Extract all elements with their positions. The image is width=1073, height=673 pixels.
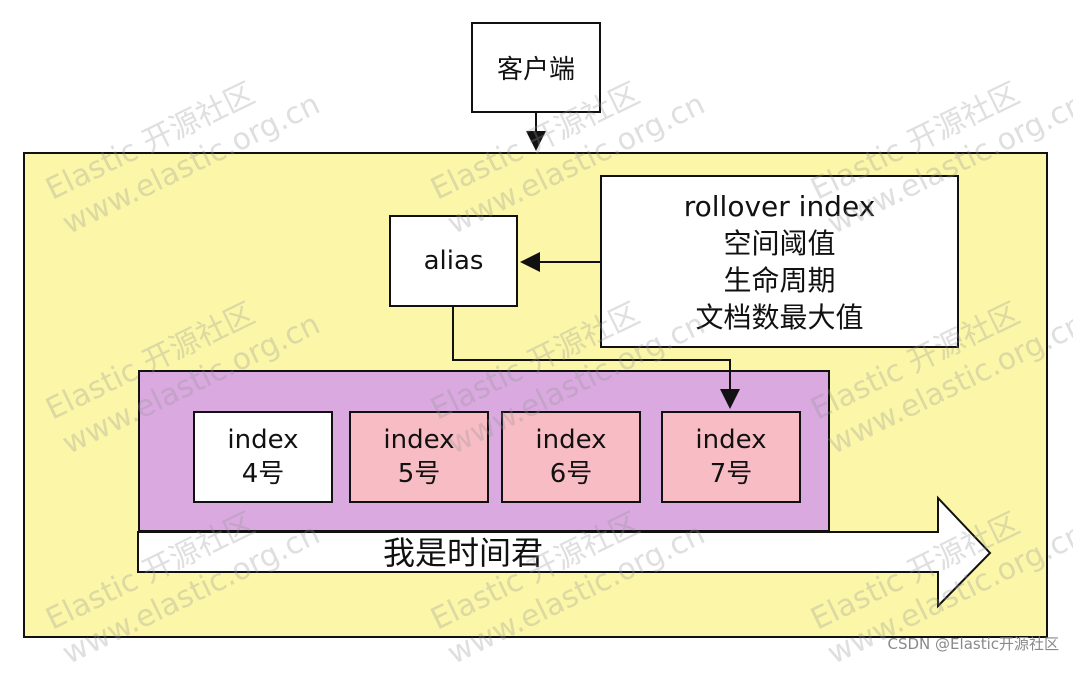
- rollover-line-docs: 文档数最大值: [695, 300, 864, 334]
- client-node: 客户端: [471, 22, 601, 113]
- index-node-name: index: [695, 425, 767, 455]
- alias-node: alias: [389, 215, 518, 307]
- footer-credit: CSDN @Elastic开源社区: [887, 635, 1059, 653]
- index-node-name: index: [227, 425, 299, 455]
- index-node-6: index 6号: [501, 411, 641, 503]
- index-node-7: index 7号: [661, 411, 801, 503]
- rollover-line-age: 生命周期: [723, 263, 836, 297]
- index-node-name: index: [383, 425, 455, 455]
- rollover-conditions-node: rollover index 空间阈值 生命周期 文档数最大值: [600, 175, 959, 348]
- rollover-line-title: rollover index: [683, 189, 876, 223]
- rollover-line-size: 空间阈值: [723, 226, 836, 260]
- index-node-number: 6号: [549, 459, 593, 489]
- alias-label: alias: [423, 246, 484, 276]
- timeline-label: 我是时间君: [382, 534, 543, 572]
- index-node-number: 7号: [709, 459, 753, 489]
- index-node-name: index: [535, 425, 607, 455]
- index-node-number: 5号: [397, 459, 441, 489]
- client-label: 客户端: [496, 55, 575, 85]
- index-node-5: index 5号: [349, 411, 489, 503]
- index-node-number: 4号: [241, 459, 285, 489]
- index-node-4: index 4号: [193, 411, 333, 503]
